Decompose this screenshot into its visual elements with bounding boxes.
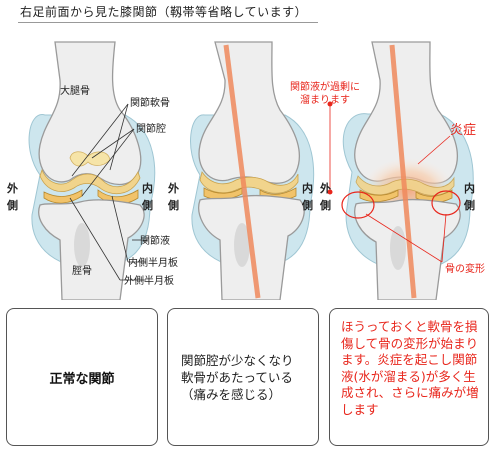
tibia-shading (234, 223, 250, 267)
label-outer: 外 (319, 181, 331, 195)
title-underline (18, 22, 318, 23)
label-medial-meniscus: 内側半月板 (128, 256, 178, 269)
label-cartilage: 関節軟骨 (130, 96, 170, 109)
label-tibia: 脛骨 (72, 265, 92, 277)
label-excess-fluid-1: 関節液が過剰に (290, 80, 360, 93)
cartilage (199, 171, 299, 194)
label-femur: 大腿骨 (60, 84, 90, 97)
label-side-right: 側 (301, 198, 313, 212)
red-leader-lines (329, 104, 451, 263)
label-synovial-fluid: 関節液 (140, 234, 170, 247)
leader-lines (69, 103, 148, 281)
label-outer: 外 (167, 181, 179, 195)
caption-box-narrowed: 関節腔が少なくなり軟骨があたっている（痛みを感じる） (167, 308, 319, 446)
tibia-shading (390, 226, 406, 270)
tibia-bone (38, 199, 145, 300)
label-inner: 内 (464, 181, 475, 195)
meniscus (359, 189, 453, 203)
label-side-right: 側 (463, 198, 475, 212)
red-dot (327, 189, 333, 195)
label-side-left: 側 (167, 198, 179, 212)
label-side-right: 側 (141, 198, 153, 212)
caption-normal: 正常な関節 (49, 371, 115, 387)
label-inner: 内 (302, 181, 313, 195)
label-side-left: 側 (319, 198, 331, 212)
label-inflammation: 炎症 (450, 123, 476, 138)
label-inner: 内 (142, 181, 153, 195)
label-outer: 外 (6, 181, 18, 195)
caption-inflamed: ほうっておくと軟骨を損傷して骨の変形が始まります。炎症を起こし関節液(水が溜まる… (341, 319, 479, 417)
cartilage (39, 168, 141, 195)
knee-narrowed: 外 側 内 側 (167, 41, 315, 300)
knee-normal: 大腿骨 関節軟骨 関節腔 関節液 内側半月板 外側半月板 脛骨 外 側 内 側 (6, 41, 178, 300)
leg-axis-line (223, 44, 261, 299)
femur-bone (198, 41, 301, 184)
label-bone-deformity: 骨の変形 (445, 262, 485, 275)
caption-box-normal: 正常な関節 (6, 308, 158, 446)
label-lateral-meniscus: 外側半月板 (124, 274, 174, 287)
label-excess-fluid-2: 溜まります (300, 93, 350, 106)
label-joint-cavity: 関節腔 (136, 122, 166, 135)
deformity-circle-left (341, 191, 375, 219)
figure-title: 右足前面から見た膝関節（靱帯等省略しています） (20, 5, 308, 19)
caption-box-inflamed: ほうっておくと軟骨を損傷して骨の変形が始まります。炎症を起こし関節液(水が溜まる… (329, 308, 489, 446)
leg-axis-line (389, 44, 417, 299)
label-side-left: 側 (6, 198, 18, 212)
knee-diagrams: 大腿骨 関節軟骨 関節腔 関節液 内側半月板 外側半月板 脛骨 外 側 内 側 … (6, 41, 485, 300)
tibia-shading (74, 223, 90, 267)
caption-narrowed: 関節腔が少なくなり軟骨があたっている（痛みを感じる） (181, 352, 294, 402)
knee-inflamed: 関節液が過剰に 溜まります 炎症 骨の変形 外 側 内 側 (290, 41, 485, 300)
red-dot (327, 101, 333, 107)
